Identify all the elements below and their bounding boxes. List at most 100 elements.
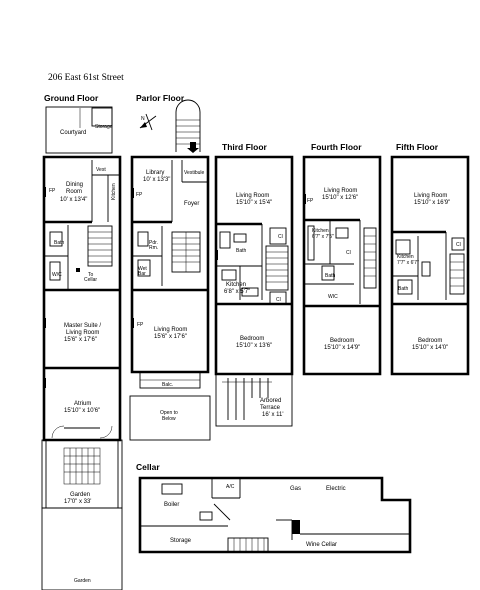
terrace-trellis <box>222 378 272 420</box>
room-kitchen: Kitchen <box>111 183 117 200</box>
room-fifth-bath: Bath <box>398 286 409 292</box>
garden-lower <box>41 507 123 590</box>
room-cellar-storage: Storage <box>170 538 192 544</box>
open-to-below <box>129 395 211 441</box>
room-library-size: 10' x 13'3" <box>143 177 170 183</box>
room-third-cl: Cl <box>278 234 283 240</box>
room-fourth-bedroom-size: 15'10" x 14'9" <box>324 345 360 351</box>
garden-pavers <box>63 447 101 485</box>
room-cellar-ac: A/C <box>226 484 235 490</box>
room-parlor-living-size: 15'6" x 17'6" <box>154 334 187 340</box>
heading-third-floor: Third Floor <box>222 142 268 152</box>
room-fifth-living-size: 15'10" x 16'9" <box>414 200 450 206</box>
room-courtyard: Courtyard <box>60 130 86 136</box>
cellar-plan: A/C Gas Electric Boiler Storage Wine Cel… <box>138 476 412 554</box>
room-pdr: Pdr.Rm. <box>149 240 158 251</box>
room-fifth-bedroom-name: Bedroom <box>418 338 442 344</box>
room-third-living-name: Living Room <box>236 193 269 199</box>
storage-box <box>91 107 113 127</box>
parlor-fp-label: FP <box>136 192 143 198</box>
room-third-cl-2: Cl <box>276 297 281 303</box>
room-garden-bottom: Garden <box>74 578 91 584</box>
room-cellar-gas: Gas <box>290 486 301 492</box>
room-garden-size: 17'0" x 33' <box>64 499 91 505</box>
ground-fp-label: FP <box>49 188 56 194</box>
room-parlor-living-name: Living Room <box>154 327 187 333</box>
room-terrace-name: Arbored <box>260 398 281 404</box>
third-floor-plan: Living Room 15'10" x 15'4" Cl Bath Kitch… <box>214 155 294 427</box>
room-vestibule: Vestibule <box>184 170 205 176</box>
property-address: 206 East 61st Street <box>48 73 124 83</box>
parlor-floor-plan: N <box>129 99 211 441</box>
heading-parlor-floor: Parlor Floor <box>136 93 185 103</box>
fourth-floor-plan: Living Room 15'10" x 12'6" FP Kitchen 6'… <box>302 155 382 376</box>
room-master-size: 15'6" x 17'6" <box>64 337 97 343</box>
fourth-outer-walls <box>302 155 382 376</box>
room-fifth-cl: Cl <box>456 242 461 248</box>
room-fourth-kitchen-name: Kitchen <box>312 228 329 234</box>
room-cellar-boiler: Boiler <box>164 502 179 508</box>
room-storage: Storage <box>95 124 113 130</box>
ground-floor-plan: Courtyard Storage Vest FP Dining Room 10… <box>41 106 123 590</box>
parlor-fp-label-2: FP <box>137 322 144 328</box>
third-stair <box>265 245 289 291</box>
courtyard-area <box>45 106 113 154</box>
fifth-stair <box>449 253 465 295</box>
north-arrow: N <box>139 113 157 131</box>
room-fifth-bedroom-size: 15'10" x 14'0" <box>412 345 448 351</box>
room-garden-name: Garden <box>70 492 90 498</box>
room-dining-name2: Room <box>66 189 82 195</box>
room-fourth-wic: WIC <box>328 294 338 300</box>
room-third-living-size: 15'10" x 15'4" <box>236 200 272 206</box>
room-library-name: Library <box>146 170 164 176</box>
room-master-name2: Living Room <box>66 330 99 336</box>
room-terrace-size: 16' x 11' <box>262 412 284 418</box>
fifth-floor-plan: Living Room 15'10" x 16'9" Cl Kitchen 7'… <box>390 155 470 376</box>
room-vest: Vest <box>96 167 106 173</box>
fourth-stair <box>363 227 377 289</box>
room-open-name: Open to <box>160 410 178 416</box>
room-cellar-electric: Electric <box>326 486 346 492</box>
parlor-stoop <box>175 99 201 152</box>
room-fourth-cl: Cl <box>346 250 351 256</box>
room-balc: Balc. <box>162 382 173 388</box>
room-atrium-size: 15'10" x 10'6" <box>64 408 100 414</box>
parlor-outer-walls <box>130 155 210 374</box>
room-fourth-kitchen-size: 6'7" x 7'5" <box>312 234 334 240</box>
room-cellar-wine: Wine Cellar <box>306 542 337 548</box>
heading-cellar: Cellar <box>136 462 160 472</box>
room-fifth-kitchen-size: 7'7" x 6'7" <box>397 260 419 266</box>
room-atrium-name: Atrium <box>74 401 91 407</box>
room-fourth-bedroom-name: Bedroom <box>330 338 354 344</box>
room-dining-name: Dining <box>66 182 83 188</box>
room-terrace-name2: Terrace <box>260 405 281 411</box>
room-fourth-living-size: 15'10" x 12'6" <box>322 195 358 201</box>
room-bath: Bath <box>54 240 65 246</box>
room-fifth-kitchen-name: Kitchen <box>397 254 414 260</box>
room-fourth-living-name: Living Room <box>324 188 357 194</box>
compass-n: N <box>141 116 145 122</box>
room-fourth-bath: Bath <box>325 273 336 279</box>
parlor-stair <box>171 231 201 273</box>
heading-ground-floor: Ground Floor <box>44 93 99 103</box>
room-foyer: Foyer <box>184 201 199 207</box>
room-third-bath: Bath <box>236 248 247 254</box>
room-wic: W/C <box>52 272 62 278</box>
fifth-outer-walls <box>390 155 470 376</box>
arbored-terrace <box>215 373 293 427</box>
room-fifth-living-name: Living Room <box>414 193 447 199</box>
room-third-kitchen-name: Kitchen <box>226 282 246 288</box>
room-open-name2: Below <box>162 416 176 422</box>
room-third-kitchen-size: 6'8" x 5'7" <box>224 289 250 295</box>
room-master-name: Master Suite / <box>64 323 101 329</box>
cellar-stair <box>227 537 269 553</box>
room-third-bedroom-size: 15'10" x 13'6" <box>236 343 272 349</box>
room-third-bedroom-name: Bedroom <box>240 336 264 342</box>
cellar-outer-walls <box>138 476 412 554</box>
ground-stair <box>87 225 113 267</box>
room-dining-size: 10' x 13'4" <box>60 197 87 203</box>
heading-fifth-floor: Fifth Floor <box>396 142 439 152</box>
